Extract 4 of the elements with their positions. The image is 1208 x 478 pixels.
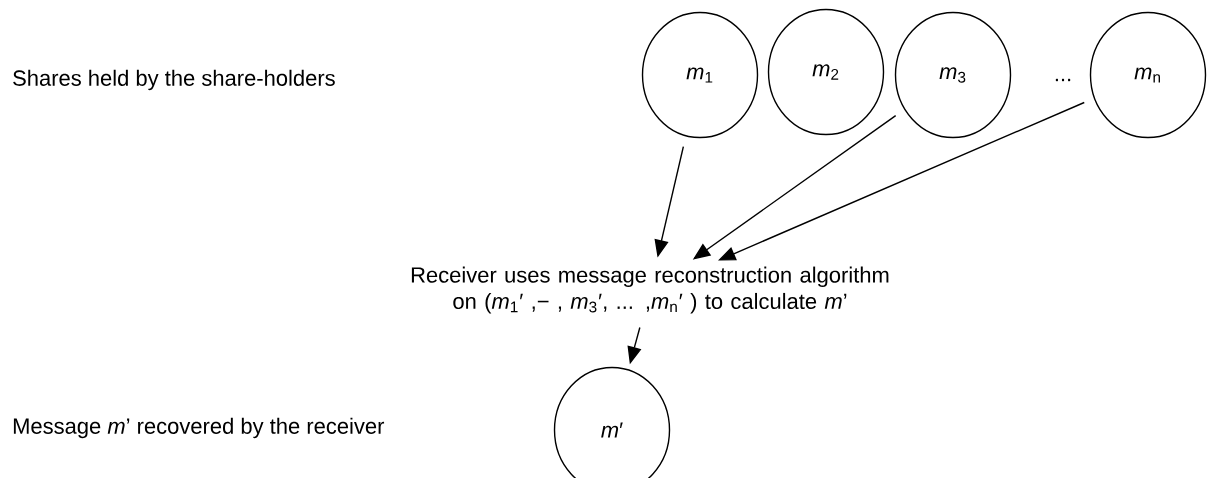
- description-text: Receiver uses message reconstruction algorithm on (m$_{1}$′ ,− , m$_{3}$′, ... ,m$_{n}$′ ) to calculate m’: [411, 266, 889, 314]
- row-label: Message m’ recovered by the receiver: [13, 417, 385, 439]
- ellipsis-text: ...: [1055, 78, 1071, 82]
- row-label: Shares held by the share-holders: [13, 69, 335, 91]
